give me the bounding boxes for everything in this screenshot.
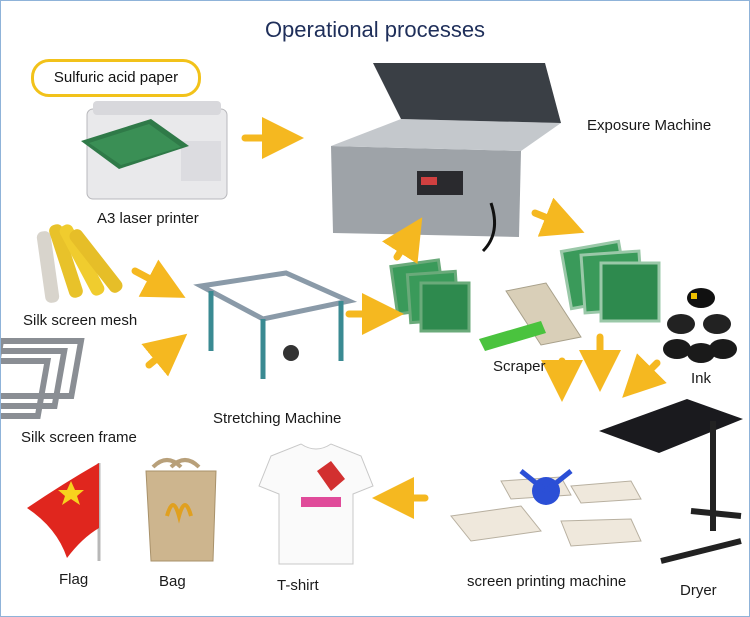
press-image (450, 469, 642, 547)
screens-image-left (389, 258, 471, 333)
scraper-image (479, 282, 582, 351)
exposure-machine-image (331, 63, 561, 253)
flag-label: Flag (59, 571, 89, 588)
tshirt-image (258, 443, 374, 565)
stretching-machine-image (193, 270, 358, 379)
dryer-label: Dryer (680, 582, 717, 599)
printer-label: A3 laser printer (97, 210, 199, 227)
printer-image (81, 101, 228, 200)
sulfuric-paper-callout: Sulfuric acid paper (31, 59, 201, 97)
screens-image-right (559, 239, 661, 323)
ink-label: Ink (691, 370, 712, 387)
ink-image (663, 288, 737, 363)
scraper-label: Scraper (493, 358, 546, 375)
bag-label: Bag (159, 573, 186, 590)
stretching-machine-label: Stretching Machine (213, 410, 342, 427)
press-label: screen printing machine (467, 573, 627, 590)
mesh-image (36, 224, 123, 303)
exposure-machine-label: Exposure Machine (587, 117, 712, 134)
frame-label: Silk screen frame (21, 429, 137, 446)
bag-image (145, 458, 217, 562)
flow-arrows (131, 117, 667, 519)
tshirt-label: T-shirt (277, 577, 319, 594)
diagram-title: Operational processes (264, 17, 486, 42)
mesh-label: Silk screen mesh (23, 312, 138, 329)
flag-image (27, 463, 101, 561)
dryer-image (599, 399, 743, 564)
frame-image (1, 338, 85, 419)
